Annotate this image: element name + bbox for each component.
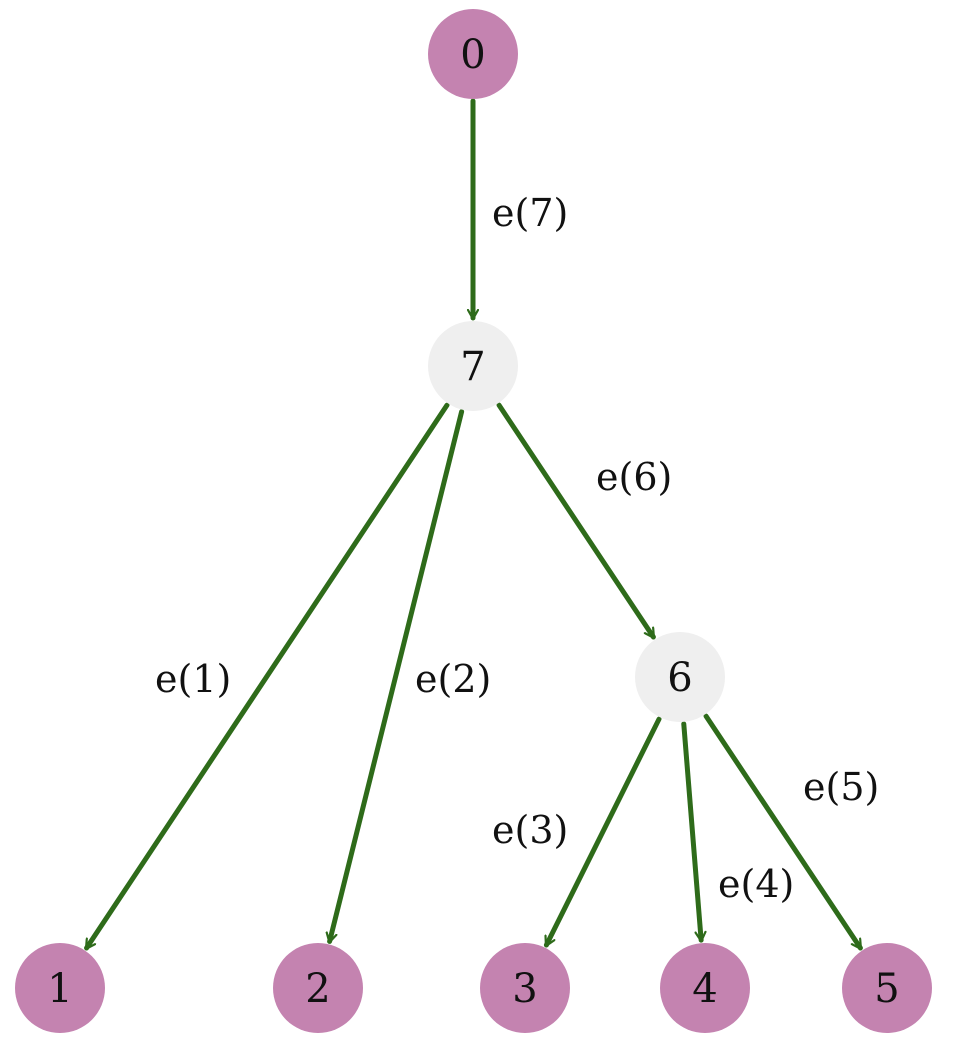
edges — [84, 98, 863, 951]
node-label-1: 1 — [47, 966, 72, 1012]
nodes: 0 7 6 1 2 3 4 5 — [15, 9, 932, 1033]
node-circle-5 — [842, 943, 932, 1033]
edge-6-3 — [543, 716, 662, 948]
edge-7-2 — [330, 409, 465, 944]
edge-label-6-4: e(4) — [718, 862, 794, 906]
node-5: 5 — [842, 943, 932, 1033]
node-label-3: 3 — [512, 966, 537, 1012]
edge-label-7-6: e(6) — [596, 455, 672, 499]
edge-label-0-7: e(7) — [492, 191, 568, 235]
node-7: 7 — [428, 321, 518, 411]
node-6: 6 — [635, 632, 725, 722]
node-label-6: 6 — [667, 655, 692, 701]
node-circle-1 — [15, 943, 105, 1033]
edge-label-7-1: e(1) — [155, 657, 231, 701]
node-2: 2 — [273, 943, 363, 1033]
edge-labels: e(7) e(1) e(2) e(6) e(3) e(4) e(5) — [155, 191, 879, 906]
edge-7-6 — [496, 402, 656, 640]
node-1: 1 — [15, 943, 105, 1033]
edge-label-6-5: e(5) — [803, 765, 879, 809]
edge-label-6-3: e(3) — [492, 808, 568, 852]
node-circle-0 — [428, 9, 518, 99]
node-circle-6 — [635, 632, 725, 722]
node-0: 0 — [428, 9, 518, 99]
node-circle-3 — [480, 943, 570, 1033]
edge-7-1 — [84, 402, 450, 951]
node-label-2: 2 — [305, 966, 330, 1012]
node-label-5: 5 — [874, 966, 899, 1012]
node-circle-7 — [428, 321, 518, 411]
node-circle-4 — [660, 943, 750, 1033]
node-label-4: 4 — [692, 966, 717, 1012]
edge-6-5 — [703, 713, 863, 951]
edge-6-4 — [681, 721, 701, 943]
node-label-0: 0 — [460, 32, 485, 78]
node-label-7: 7 — [460, 344, 485, 390]
node-4: 4 — [660, 943, 750, 1033]
edge-label-7-2: e(2) — [415, 657, 491, 701]
node-circle-2 — [273, 943, 363, 1033]
node-3: 3 — [480, 943, 570, 1033]
